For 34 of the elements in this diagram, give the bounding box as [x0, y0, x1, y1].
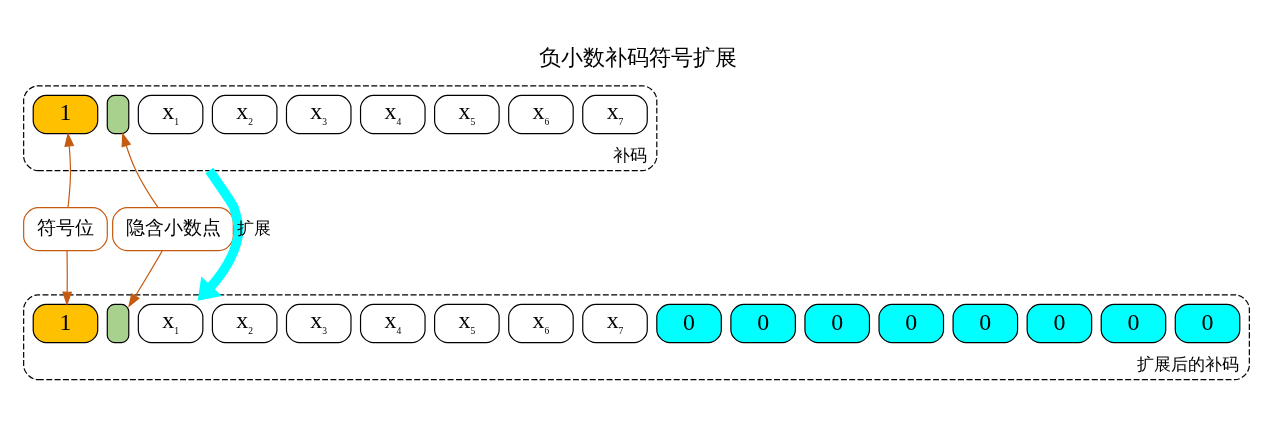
node-box: x$_{7}$ [582, 94, 648, 135]
arrow [121, 132, 159, 209]
arrow [128, 250, 163, 308]
node-box: x$_{6}$ [508, 303, 574, 344]
node-box: x$_{4}$ [359, 303, 426, 344]
node-box: 0 [1174, 303, 1241, 344]
arrow [64, 132, 75, 209]
diagram-title: 负小数补码符号扩展 [539, 44, 738, 70]
node-box: 0 [1026, 303, 1093, 344]
node-box [106, 94, 130, 135]
node-box: x$_{7}$ [582, 303, 648, 344]
node-box: 0 [656, 303, 722, 344]
node-box: x$_{1}$ [137, 94, 204, 135]
node-box: x$_{3}$ [285, 94, 352, 135]
node-box: x$_{4}$ [359, 94, 426, 135]
node-box: x$_{2}$ [211, 94, 278, 135]
arrow [197, 167, 244, 301]
node-box: 符号位 [23, 207, 108, 252]
node-box: 0 [804, 303, 871, 344]
node-box: x$_{5}$ [434, 303, 500, 344]
node-box: x$_{3}$ [285, 303, 352, 344]
node-box: 0 [1100, 303, 1167, 344]
node-box: x$_{1}$ [137, 303, 204, 344]
node-box [106, 303, 130, 344]
node-box: x$_{5}$ [434, 94, 500, 135]
node-box: x$_{2}$ [211, 303, 278, 344]
node-box: 0 [730, 303, 796, 344]
node-box: 1 [32, 94, 99, 135]
node-box: x$_{6}$ [508, 94, 574, 135]
node-box: 0 [878, 303, 945, 344]
node-box: 隐含小数点 [112, 207, 234, 252]
node-box: 0 [952, 303, 1019, 344]
arrow [62, 250, 73, 306]
node-box: 1 [32, 303, 99, 344]
